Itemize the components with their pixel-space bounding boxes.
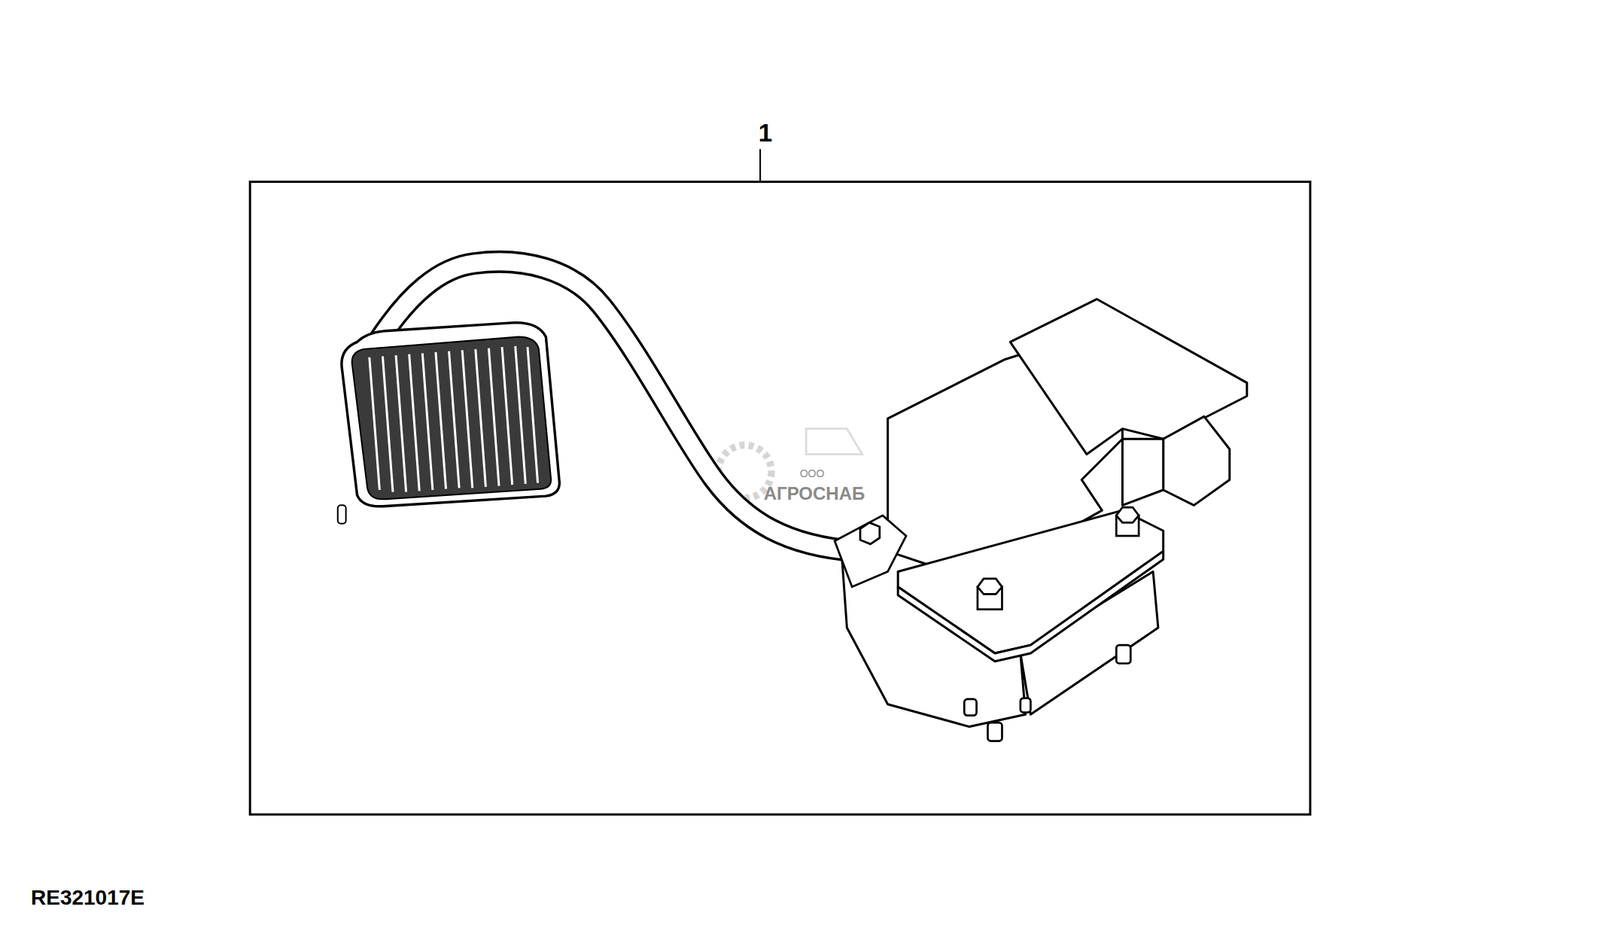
sensor-housing (842, 298, 1248, 727)
group-frame (249, 182, 1311, 816)
watermark-text: ООО (800, 468, 825, 479)
bolts (964, 507, 1139, 741)
leader-line (759, 149, 761, 182)
drawing-code: RE321017E (30, 887, 145, 909)
callout-number: 1 (758, 120, 773, 146)
arm-clamp (834, 515, 907, 588)
watermark-text: АГРОСНАБ (763, 484, 866, 503)
pedal-pad (337, 322, 560, 524)
